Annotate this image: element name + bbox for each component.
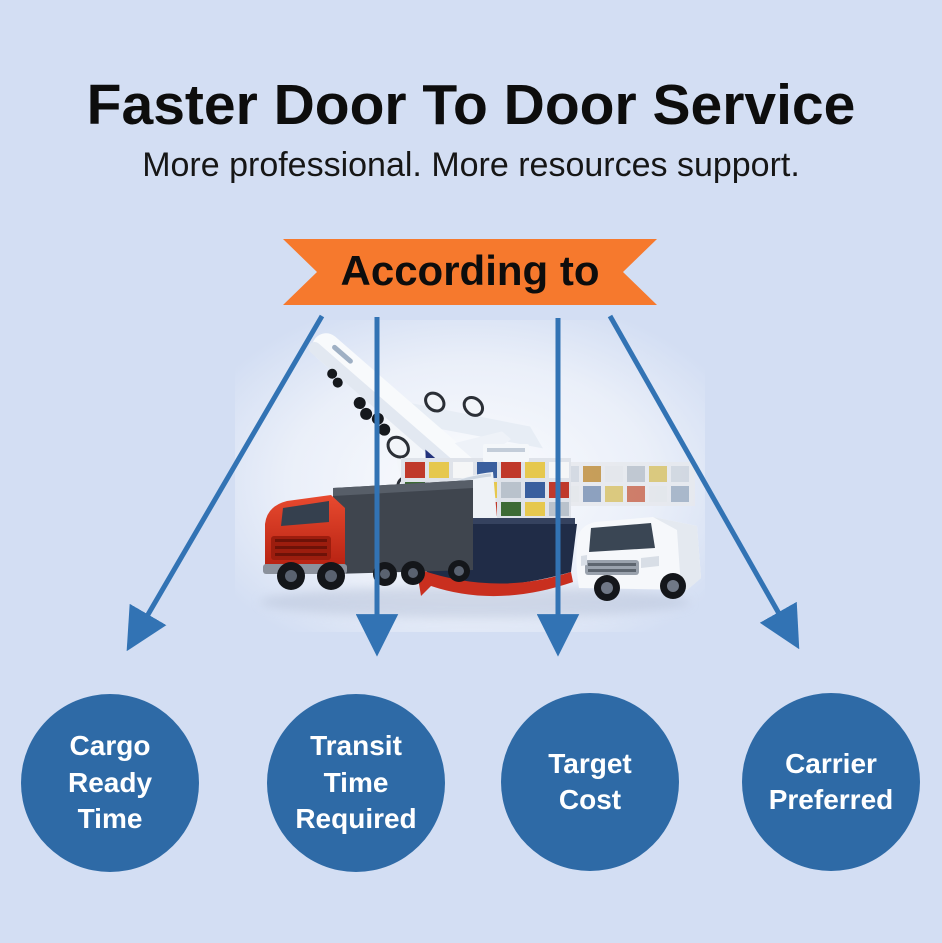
node-target-cost: Target Cost — [501, 693, 679, 871]
node-label: Carrier Preferred — [768, 747, 894, 815]
page-subtitle: More professional. More resources suppor… — [142, 146, 800, 184]
according-to-ribbon: According to — [283, 239, 657, 305]
node-transit-time-required: Transit Time Required — [267, 694, 445, 872]
node-cargo-ready-time: Cargo Ready Time — [21, 694, 199, 872]
page-title: Faster Door To Door Service — [86, 73, 856, 137]
transport-montage-illustration — [235, 320, 705, 632]
node-label: Transit Time Required — [295, 730, 417, 835]
node-label: Target Cost — [548, 747, 632, 815]
node-carrier-preferred: Carrier Preferred — [742, 693, 920, 871]
node-label: Cargo Ready Time — [67, 730, 153, 835]
ribbon-label: According to — [340, 247, 600, 294]
delivery-van-icon — [576, 517, 701, 601]
ground-shadow — [260, 586, 690, 618]
